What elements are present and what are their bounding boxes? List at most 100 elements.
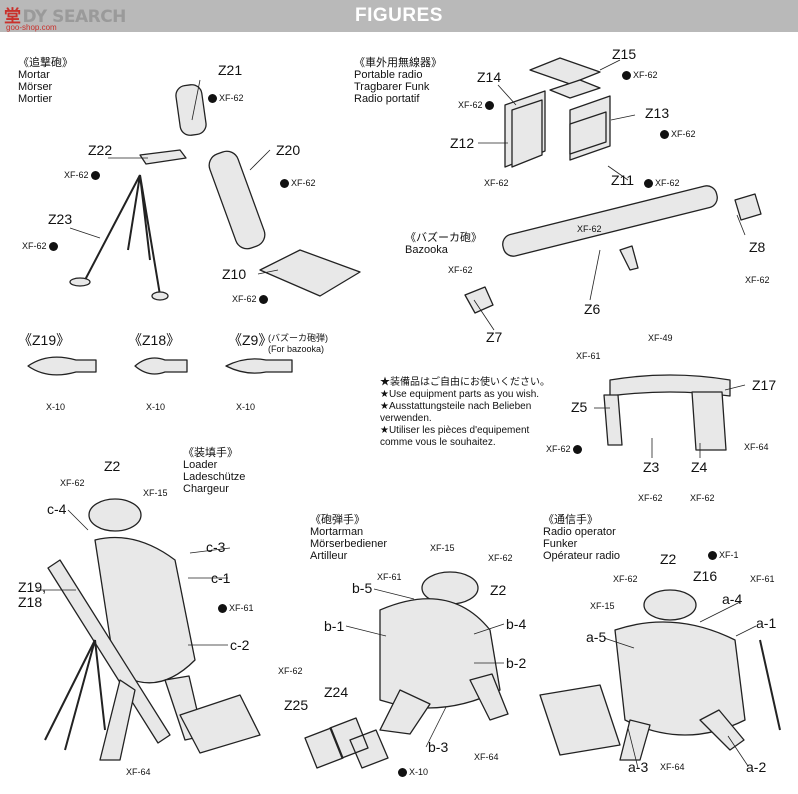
part-b1: b-1 [324,618,345,634]
paint-dot-icon [280,179,289,189]
paint-z21: XF-62 [206,93,244,104]
paint-radio-boots: XF-64 [660,762,685,772]
part-z11: Z11 [611,172,635,188]
loader-figure-drawing [44,498,261,761]
part-a4: a-4 [722,591,743,607]
paint-z15: XF-62 [620,70,658,81]
paint-mortarman-face: XF-15 [430,543,455,553]
paint-loader-helmet: XF-62 [60,478,85,488]
paint-dot-icon [708,551,717,561]
part-z2-mortarman: Z2 [490,582,507,598]
paint-code: XF-62 [64,170,89,180]
part-z22: Z22 [88,142,113,158]
paint-code: XF-62 [232,294,257,304]
paint-z5b: XF-62 [546,444,584,455]
part-c3: c-3 [206,539,226,555]
paint-code: XF-49 [648,333,673,343]
part-z24: Z24 [324,684,349,700]
paint-code: X-10 [409,767,429,777]
paint-radio-helmet: XF-62 [613,574,638,584]
paint-z14: XF-62 [458,100,496,111]
part-a1: a-1 [756,615,777,631]
paint-z11: XF-62 [642,178,680,189]
part-z8: Z8 [749,239,766,255]
part-b5: b-5 [352,580,373,596]
paint-radio-helmet-trim: XF-1 [706,550,739,561]
part-z20: Z20 [276,142,301,158]
paint-dot-icon [644,179,653,189]
shell-z9-paint: X-10 [236,402,256,412]
shells-drawing [27,356,293,376]
paint-dot-icon [484,101,494,111]
paint-z3: XF-62 [638,493,663,503]
part-z16: Z16 [693,568,718,584]
paint-dot-icon [660,130,669,140]
part-b4: b-4 [506,616,527,632]
paint-dot-icon [90,171,100,181]
paint-dot-icon [208,94,217,104]
paint-dot-icon [218,604,227,614]
paint-shells: X-10 [396,767,429,778]
paint-code: XF-62 [22,241,47,251]
part-c1: c-1 [211,570,231,586]
part-z25: Z25 [284,697,309,713]
paint-code: XF-61 [377,572,402,582]
paint-code: XF-62 [638,493,663,503]
watermark-cn: 堂 [4,7,21,27]
paint-code: XF-62 [219,93,244,103]
paint-dot-icon [258,295,268,305]
paint-code: XF-61 [750,574,775,584]
paint-code: XF-62 [690,493,715,503]
paint-code: XF-62 [633,70,658,80]
paint-code: XF-62 [458,100,483,110]
paint-z20: XF-62 [278,178,316,189]
paint-z12: XF-62 [484,178,509,188]
watermark-url: goo-shop.com [6,23,57,32]
mortar-drawing [69,84,361,301]
title-banner [0,0,798,32]
paint-z17: XF-64 [744,442,769,452]
paint-z7: XF-62 [448,265,473,275]
paint-code: XF-62 [488,553,513,563]
paint-code: XF-62 [484,178,509,188]
paint-z10: XF-62 [232,294,270,305]
part-z5: Z5 [571,399,588,415]
part-c2: c-2 [230,637,250,653]
paint-z4: XF-62 [690,493,715,503]
paint-z13: XF-62 [658,129,696,140]
part-c4: c-4 [47,501,67,517]
paint-code: XF-62 [655,178,680,188]
paint-code: XF-61 [576,351,601,361]
radio-operator-label: 《通信手》 Radio operator Funker Opérateur ra… [543,514,621,562]
paint-code: XF-62 [613,574,638,584]
part-z10: Z10 [222,266,247,282]
paint-z22: XF-62 [64,170,102,181]
radio-drawing [504,57,611,168]
paint-code: XF-64 [126,767,151,777]
part-a3: a-3 [628,759,649,775]
paint-code: XF-15 [590,601,615,611]
paint-radio-uniform: XF-61 [750,574,775,584]
paint-mortarman-uniform: XF-61 [377,572,402,582]
shell-z9-note: (バズーカ砲弾) (For bazooka) [268,333,328,354]
part-z23: Z23 [48,211,73,227]
part-z17: Z17 [752,377,777,393]
paint-code: XF-1 [719,550,739,560]
shell-z19-paint: X-10 [46,402,66,412]
shell-z18-paint: X-10 [146,402,166,412]
paint-code: XF-15 [430,543,455,553]
mortarman-label: 《砲弾手》 Mortarman Mörserbediener Artilleur [310,514,388,562]
paint-code: XF-64 [744,442,769,452]
part-z3: Z3 [643,459,660,475]
paint-dot-icon [572,445,582,455]
belt-equipment-drawing [603,374,731,451]
radio-label: 《車外用無線器》 Portable radio Tragbarer Funk R… [354,57,442,105]
paint-code: XF-62 [546,444,571,454]
equipment-note: ★装備品はご自由にお使いください。 ★Use equipment parts a… [380,377,550,448]
leader-lines [36,59,757,769]
paint-loader-face: XF-15 [143,488,168,498]
paint-code: XF-62 [448,265,473,275]
paint-code: XF-62 [745,275,770,285]
